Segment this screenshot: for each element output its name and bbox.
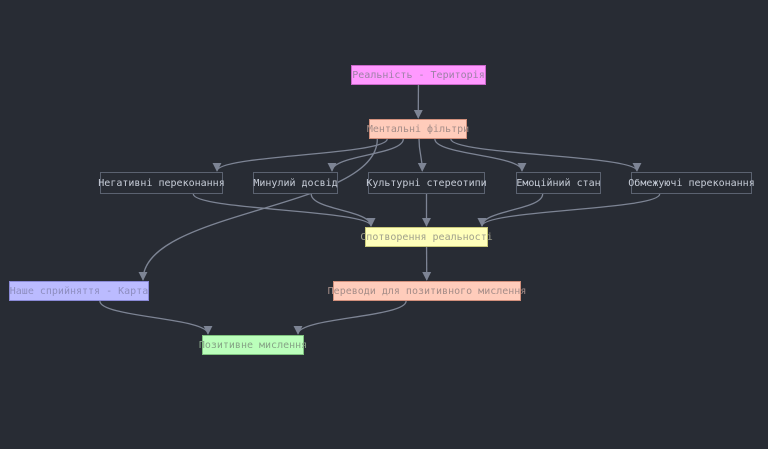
node-label: Реальність - Територія xyxy=(352,69,485,81)
node-label: Негативні переконання xyxy=(98,177,225,189)
edge-filters-to-emotional xyxy=(434,138,527,172)
node-label: Спотворення реальності xyxy=(360,231,493,243)
edge-filters-to-past xyxy=(327,138,404,172)
edge-reframes-to-positive xyxy=(293,300,407,335)
edge-limiting-to-creation xyxy=(477,193,661,227)
node-reality-territory: Реальність - Територія xyxy=(351,65,486,85)
node-label: Емоційний стан xyxy=(516,177,601,189)
edge-filters-to-map xyxy=(138,138,378,281)
edge-filters-to-cultural xyxy=(417,138,427,172)
node-mental-filters: Ментальні фільтри xyxy=(366,119,470,139)
node-label: Наше сприйняття - Карта xyxy=(9,285,149,297)
node-label: Культурні стереотипи xyxy=(366,177,487,189)
edge-filters-to-limiting xyxy=(450,138,642,172)
edge-filters-to-negative xyxy=(212,138,388,172)
edge-emotional-to-creation xyxy=(477,193,544,227)
node-label: Переводи для позитивного мислення xyxy=(327,285,527,297)
node-reality-distortion: Спотворення реальності xyxy=(360,227,493,247)
node-label: Обмежуючі переконання xyxy=(628,177,755,189)
node-cultural-stereotypes: Культурні стереотипи xyxy=(366,172,487,194)
edge-past-to-creation xyxy=(310,193,376,227)
node-limiting-beliefs: Обмежуючі переконання xyxy=(628,172,755,194)
node-our-perception-map: Наше сприйняття - Карта xyxy=(9,281,149,301)
node-label: Минулий досвід xyxy=(253,177,338,189)
node-emotional-state: Емоційний стан xyxy=(516,172,601,194)
node-label: Ментальні фільтри xyxy=(366,123,470,135)
node-label: Позитивне мислення xyxy=(198,339,308,351)
node-negative-beliefs: Негативні переконання xyxy=(98,172,225,194)
node-positive-thinking: Позитивне мислення xyxy=(198,335,308,355)
edge-map-to-positive xyxy=(99,300,213,335)
node-positive-reframes: Переводи для позитивного мислення xyxy=(328,281,526,301)
edge-negative-to-creation xyxy=(192,193,376,227)
node-past-experience: Минулий досвід xyxy=(253,172,338,194)
